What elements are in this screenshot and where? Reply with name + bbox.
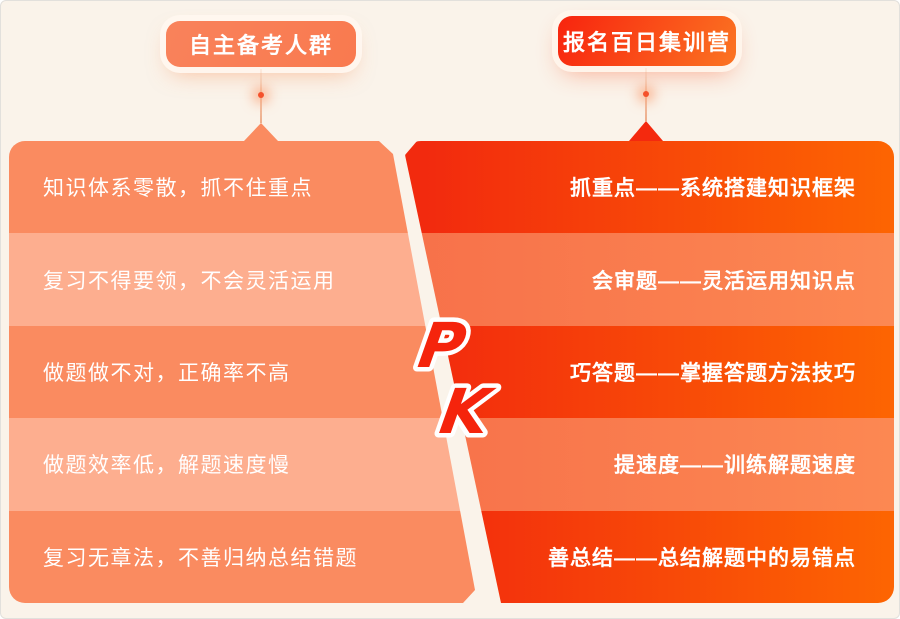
self-study-panel: 知识体系零散，抓不住重点 复习不得要领，不会灵活运用 做题做不对，正确率不高 做… [9,141,475,603]
arrow-up-icon [629,121,663,141]
connector-dot-right [643,91,649,97]
camp-signup-tag-label: 报名百日集训营 [562,30,731,55]
camp-panel: 抓重点——系统搭建知识框架 会审题——灵活运用知识点 巧答题——掌握答题方法技巧… [405,141,894,603]
pain-point-row: 做题效率低，解题速度慢 [9,418,475,511]
pain-point-text: 复习无章法，不善归纳总结错题 [43,546,358,570]
connector-dot-left [258,92,264,98]
pain-point-row: 复习不得要领，不会灵活运用 [9,233,475,326]
pain-point-text: 做题效率低，解题速度慢 [43,454,291,478]
pain-point-row: 复习无章法，不善归纳总结错题 [9,510,475,603]
benefit-text: 抓重点——系统搭建知识框架 [570,177,856,201]
benefit-row: 善总结——总结解题中的易错点 [405,510,894,603]
benefit-text: 善总结——总结解题中的易错点 [548,546,856,570]
pain-point-text: 做题做不对，正确率不高 [43,362,291,386]
pain-point-row: 知识体系零散，抓不住重点 [9,141,475,234]
pain-point-text: 知识体系零散，抓不住重点 [43,177,313,201]
camp-signup-tag-pill[interactable]: 报名百日集训营 [558,16,736,66]
arrow-up-icon [244,123,278,141]
self-study-tag-label: 自主备考人群 [188,33,333,58]
pain-point-row: 做题做不对，正确率不高 [9,325,475,419]
benefit-text: 提速度——训练解题速度 [614,454,856,478]
benefit-row: 巧答题——掌握答题方法技巧 [405,325,894,419]
benefit-row: 会审题——灵活运用知识点 [405,233,894,326]
benefit-text: 巧答题——掌握答题方法技巧 [570,362,856,386]
self-study-tag-pill[interactable]: 自主备考人群 [166,21,356,67]
benefit-row: 提速度——训练解题速度 [405,418,894,511]
benefit-text: 会审题——灵活运用知识点 [592,269,856,293]
pain-point-text: 复习不得要领，不会灵活运用 [43,269,336,293]
benefit-row: 抓重点——系统搭建知识框架 [405,141,894,234]
